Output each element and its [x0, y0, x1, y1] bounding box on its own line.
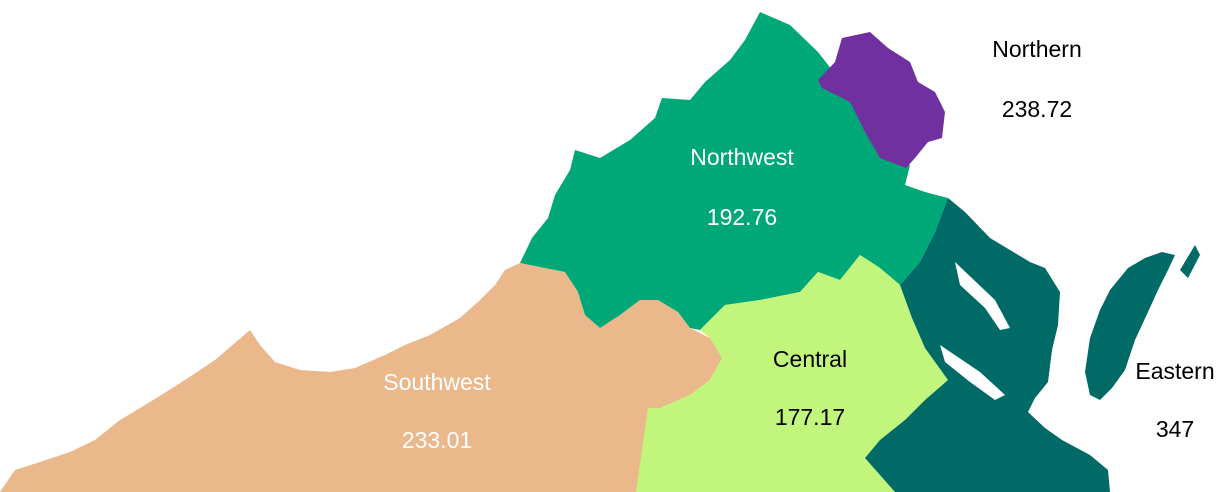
region-southwest[interactable] — [0, 263, 722, 492]
region-value-northwest: 192.76 — [707, 204, 777, 230]
region-name-northwest: Northwest — [690, 144, 794, 170]
region-value-southwest: 233.01 — [402, 427, 472, 453]
region-value-central: 177.17 — [775, 404, 845, 430]
region-name-southwest: Southwest — [383, 369, 491, 395]
region-value-northern: 238.72 — [1002, 96, 1072, 122]
region-name-northern: Northern — [992, 36, 1081, 62]
region-eastern[interactable] — [865, 198, 1200, 492]
region-name-central: Central — [773, 346, 847, 372]
region-central[interactable] — [636, 255, 948, 492]
region-northern[interactable] — [818, 32, 945, 168]
river-detail — [940, 262, 1010, 400]
region-value-eastern: 347 — [1156, 416, 1194, 442]
region-name-eastern: Eastern — [1135, 358, 1214, 384]
